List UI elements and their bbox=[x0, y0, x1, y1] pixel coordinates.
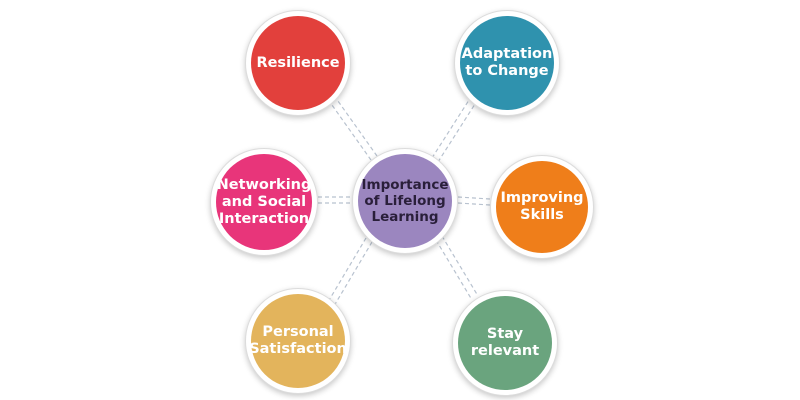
node-improving-label: Improving Skills bbox=[500, 190, 584, 223]
node-improving-skills: Improving Skills bbox=[490, 155, 594, 259]
node-networking-social-interaction: Networking and Social Interaction bbox=[210, 148, 318, 256]
node-resilience-fill: Resilience bbox=[251, 16, 345, 110]
node-improving-fill: Improving Skills bbox=[496, 161, 588, 253]
center-node: Importance of Lifelong Learning bbox=[352, 148, 458, 254]
center-node-label: Importance of Lifelong Learning bbox=[361, 177, 449, 225]
node-resilience-label: Resilience bbox=[256, 54, 340, 71]
node-networking-fill: Networking and Social Interaction bbox=[216, 154, 312, 250]
node-adaptation-label: Adaptation to Change bbox=[461, 46, 553, 79]
connector-improving bbox=[457, 196, 491, 200]
node-stay-fill: Stay relevant bbox=[458, 296, 552, 390]
connector-stay bbox=[435, 239, 473, 301]
node-resilience: Resilience bbox=[245, 10, 351, 116]
connector-adaptation bbox=[431, 99, 470, 159]
node-personal-fill: Personal Satisfaction bbox=[249, 294, 347, 388]
node-personal-label: Personal Satisfaction bbox=[249, 324, 347, 357]
node-stay-relevant: Stay relevant bbox=[452, 290, 558, 396]
node-adaptation-fill: Adaptation to Change bbox=[460, 16, 554, 110]
connector-personal bbox=[327, 237, 367, 303]
center-node-fill: Importance of Lifelong Learning bbox=[358, 154, 452, 248]
node-stay-label: Stay relevant bbox=[470, 326, 540, 359]
node-adaptation-to-change: Adaptation to Change bbox=[454, 10, 560, 116]
connector-resilience bbox=[326, 97, 372, 161]
node-networking-label: Networking and Social Interaction bbox=[216, 176, 312, 227]
node-personal-satisfaction: Personal Satisfaction bbox=[245, 288, 351, 394]
